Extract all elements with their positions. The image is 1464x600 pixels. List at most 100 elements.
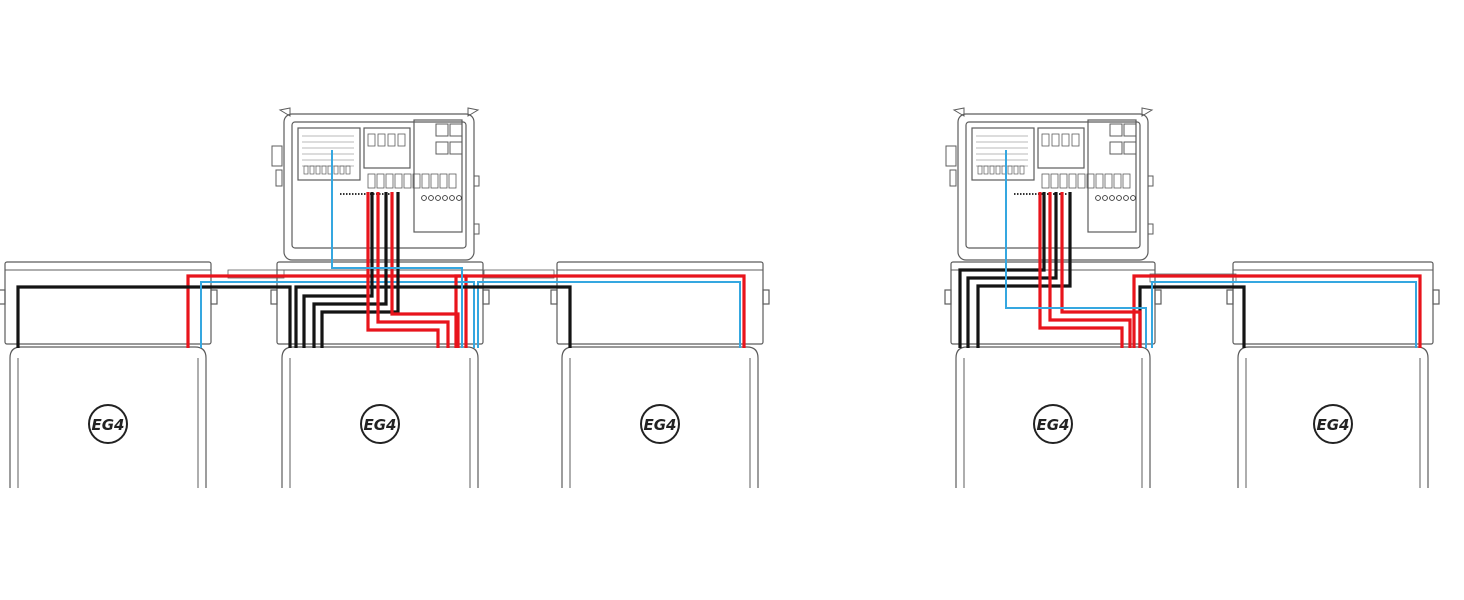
positive-cable	[186, 274, 468, 348]
breaker	[397, 133, 406, 147]
battery-body	[281, 346, 479, 488]
bus-terminal	[1068, 173, 1077, 189]
terminal	[989, 165, 995, 175]
terminal-dot	[421, 195, 427, 201]
panel-right	[1087, 119, 1137, 233]
terminal-dot	[1109, 195, 1115, 201]
battery-handle	[762, 289, 770, 305]
bus-terminal	[394, 173, 403, 189]
terminal	[1019, 165, 1025, 175]
bus-terminal	[1122, 173, 1131, 189]
switch	[435, 141, 449, 155]
terminal	[339, 165, 345, 175]
terminal-dot	[1123, 195, 1129, 201]
positive-cable	[1038, 192, 1124, 348]
bus-terminal	[439, 173, 448, 189]
communication-cable	[1005, 150, 1147, 348]
bus-terminal	[412, 173, 421, 189]
switch	[1109, 141, 1123, 155]
lid-connector	[483, 269, 555, 279]
bus-terminal	[1113, 173, 1122, 189]
communication-cable	[331, 150, 463, 348]
bus-terminal	[448, 173, 457, 189]
battery-logo-badge	[360, 404, 400, 444]
breaker	[1071, 133, 1080, 147]
bus-terminal	[421, 173, 430, 189]
three-battery-configuration: EG4 EG4 EG4	[0, 107, 770, 488]
bus-terminal	[1086, 173, 1095, 189]
terminal	[977, 165, 983, 175]
bus-terminal	[376, 173, 385, 189]
battery-logo-text: EG4	[364, 416, 397, 434]
battery-logo-text: EG4	[1317, 416, 1350, 434]
breaker	[1041, 133, 1050, 147]
terminal	[995, 165, 1001, 175]
battery-logo-badge	[88, 404, 128, 444]
panel-breakers	[363, 127, 411, 169]
positive-cable	[390, 192, 460, 348]
bus-terminal	[385, 173, 394, 189]
switch	[1109, 123, 1123, 137]
communication-cable	[1151, 281, 1417, 348]
mounting-tab	[1141, 107, 1154, 117]
latch	[473, 223, 480, 235]
negative-cable	[312, 192, 388, 348]
terminal-dot	[428, 195, 434, 201]
battery-1: EG4	[0, 261, 218, 488]
battery-logo-badge	[640, 404, 680, 444]
communication-cable	[200, 281, 475, 348]
terminal-dot	[1116, 195, 1122, 201]
bus-terminal	[430, 173, 439, 189]
cable-gland	[945, 145, 957, 167]
terminal-dot	[435, 195, 441, 201]
battery-top-box	[556, 261, 764, 345]
breaker	[1051, 133, 1060, 147]
terminal-dot	[1102, 195, 1108, 201]
battery-logo-badge	[1033, 404, 1073, 444]
negative-cable	[294, 285, 572, 348]
battery-5: EG4	[1226, 261, 1440, 488]
terminal-dot	[456, 195, 462, 201]
latch	[473, 175, 480, 187]
positive-cable	[376, 192, 450, 348]
terminal-dot	[449, 195, 455, 201]
positive-cable	[454, 274, 746, 348]
battery-handle	[270, 289, 278, 305]
battery-2: EG4	[270, 261, 490, 488]
battery-body	[9, 346, 207, 488]
positive-cable	[1048, 192, 1132, 348]
bus-terminal	[1104, 173, 1113, 189]
negative-cable	[966, 192, 1058, 348]
switch	[1123, 141, 1137, 155]
enclosure-inner	[965, 121, 1141, 249]
battery-body	[955, 346, 1151, 488]
battery-logo-text: EG4	[644, 416, 677, 434]
battery-top-box	[4, 261, 212, 345]
battery-logo-text: EG4	[92, 416, 125, 434]
bus-terminal	[403, 173, 412, 189]
cable-gland	[271, 145, 283, 167]
battery-handle	[944, 289, 952, 305]
latch	[1147, 175, 1154, 187]
combiner-box	[271, 107, 480, 261]
battery-top-box	[950, 261, 1156, 345]
breaker	[367, 133, 376, 147]
terminal	[1013, 165, 1019, 175]
switch	[449, 141, 463, 155]
battery-body	[561, 346, 759, 488]
switch	[435, 123, 449, 137]
latch	[1147, 223, 1154, 235]
battery-top-box	[1232, 261, 1434, 345]
bus-terminal	[1041, 173, 1050, 189]
battery-handle	[550, 289, 558, 305]
bus-terminal	[1050, 173, 1059, 189]
panel-left	[297, 127, 361, 181]
battery-3: EG4	[550, 261, 770, 488]
switch	[449, 123, 463, 137]
breaker	[377, 133, 386, 147]
battery-handle	[482, 289, 490, 305]
battery-handle	[210, 289, 218, 305]
terminal	[315, 165, 321, 175]
battery-handle	[1154, 289, 1162, 305]
battery-handle	[0, 289, 6, 305]
